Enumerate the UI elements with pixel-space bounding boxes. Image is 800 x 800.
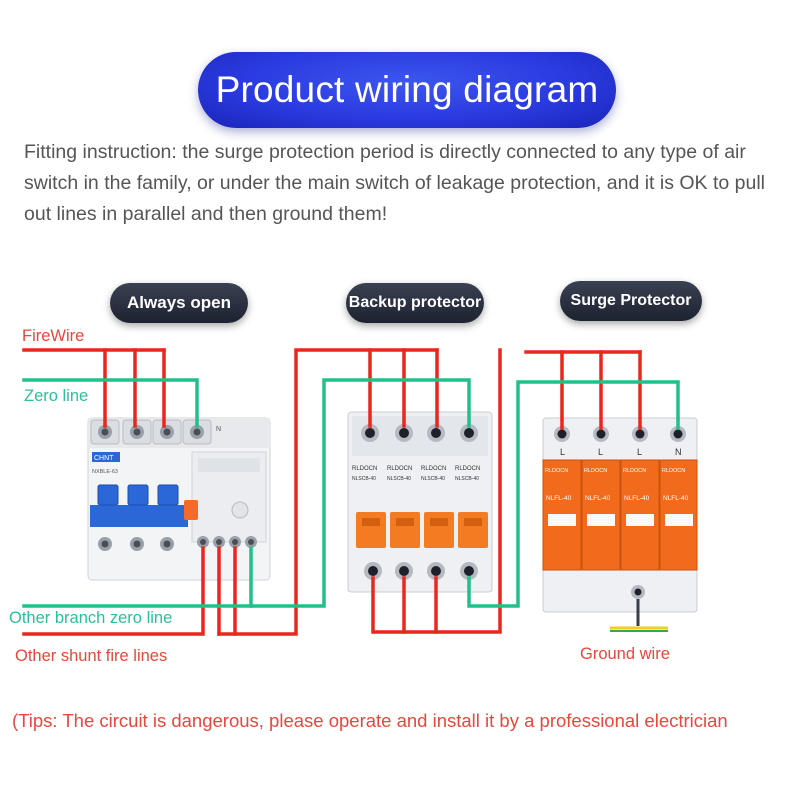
backup-brand-4: RLDOCN: [455, 466, 480, 472]
backup-protector-label: Backup protector: [346, 283, 484, 323]
always-open-label: Always open: [110, 283, 248, 323]
surge-terminal-l2: L: [598, 447, 603, 457]
surge-brand-3: RLDOCN: [623, 468, 646, 474]
surge-model-1: NLFL-40: [546, 495, 572, 502]
backup-brand-1: RLDOCN: [352, 466, 377, 472]
other-branch-zero-line-label: Other branch zero line: [9, 609, 173, 627]
surge-brand-2: RLDOCN: [584, 468, 607, 474]
breaker-n-label: N: [216, 426, 221, 433]
surge-model-2: NLFL-40: [585, 495, 611, 502]
surge-bottom-terminal: [631, 585, 645, 599]
fitting-instruction: Fitting instruction: the surge protectio…: [24, 141, 765, 225]
surge-brand-4: RLDOCN: [662, 468, 685, 474]
fire-wires: [22, 348, 642, 636]
backup-brand-2: RLDOCN: [387, 466, 412, 472]
surge-brand-1: RLDOCN: [545, 468, 568, 474]
backup-model-3: NLSCB-40: [421, 476, 445, 482]
backup-model-2: NLSCB-40: [387, 476, 411, 482]
breaker-top-terminals: [90, 419, 212, 445]
surge-protector: L L L N RLDOCN RLDOCN RLDOCN RLDOCN NLFL…: [542, 417, 698, 613]
breaker-brand: CHNT: [94, 455, 114, 462]
backup-bottom-terminals: [364, 562, 478, 580]
breaker-model: NXBLE-63: [92, 469, 118, 475]
breaker-bottom-terminals: [98, 536, 257, 551]
surge-top-terminals: [554, 426, 686, 442]
page-title: Product wiring diagram: [215, 69, 599, 110]
surge-protector-label: Surge Protector: [560, 281, 702, 321]
surge-model-4: NLFL-40: [663, 495, 689, 502]
surge-terminal-l3: L: [637, 447, 642, 457]
ground-wire-label: Ground wire: [580, 645, 670, 663]
leakage-breaker: N CHNT NXBLE-63: [87, 417, 271, 581]
zero-wires: [22, 378, 680, 608]
other-shunt-fire-lines-label: Other shunt fire lines: [15, 647, 168, 665]
surge-terminal-n: N: [675, 447, 682, 457]
surge-terminal-l1: L: [560, 447, 565, 457]
backup-brand-3: RLDOCN: [421, 466, 446, 472]
firewire-label: FireWire: [22, 327, 85, 345]
backup-protector: RLDOCN RLDOCN RLDOCN RLDOCN NLSCB-40 NLS…: [347, 411, 493, 593]
surge-model-3: NLFL-40: [624, 495, 650, 502]
title-banner: Product wiring diagram: [198, 52, 616, 128]
backup-handles: [356, 512, 488, 548]
ground-wire: [610, 599, 668, 632]
zero-line-label: Zero line: [24, 387, 89, 405]
safety-tips: (Tips: The circuit is dangerous, please …: [12, 710, 728, 731]
backup-model-4: NLSCB-40: [455, 476, 479, 482]
backup-model-1: NLSCB-40: [352, 476, 376, 482]
surge-modules: [542, 459, 698, 571]
backup-top-terminals: [361, 424, 478, 442]
